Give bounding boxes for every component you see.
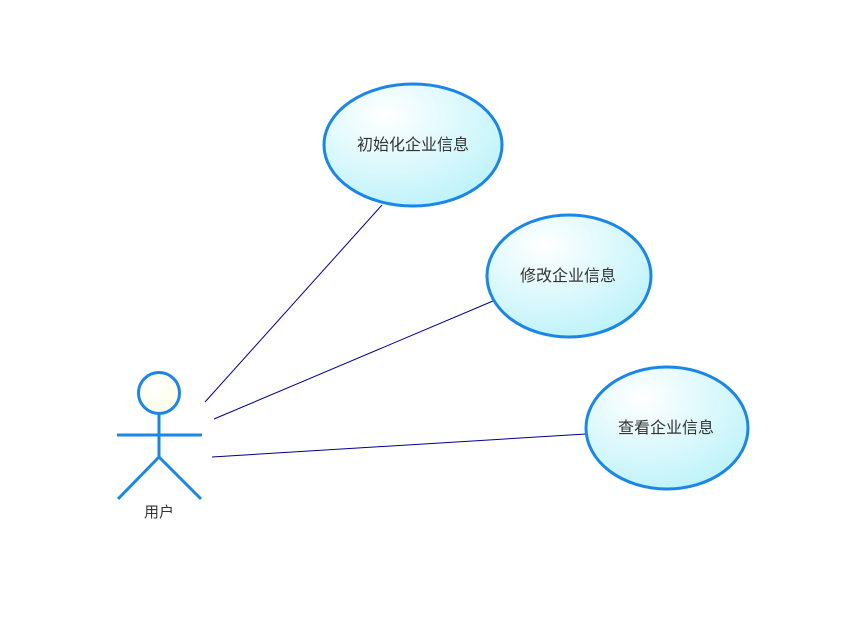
use-case-ellipse xyxy=(322,82,504,208)
use-case-modify-company-info[interactable]: 修改企业信息 xyxy=(485,213,653,339)
association-line-init[interactable] xyxy=(204,204,383,403)
actor-label: 用户 xyxy=(144,503,174,521)
actor-user[interactable]: 用户 xyxy=(116,371,203,522)
actor-left-leg xyxy=(116,455,161,501)
use-case-label: 初始化企业信息 xyxy=(357,135,469,154)
actor-head xyxy=(137,371,181,415)
use-case-view-company-info[interactable]: 查看企业信息 xyxy=(584,365,750,491)
use-case-ellipse xyxy=(485,213,653,339)
association-line-modify[interactable] xyxy=(213,300,494,420)
actor-right-leg xyxy=(157,455,203,501)
association-line-view[interactable] xyxy=(211,433,587,458)
associations xyxy=(204,204,587,458)
use-case-label: 修改企业信息 xyxy=(520,266,616,285)
use-case-ellipse xyxy=(584,365,750,491)
use-case-label: 查看企业信息 xyxy=(618,418,714,437)
use-case-init-company-info[interactable]: 初始化企业信息 xyxy=(322,82,504,208)
